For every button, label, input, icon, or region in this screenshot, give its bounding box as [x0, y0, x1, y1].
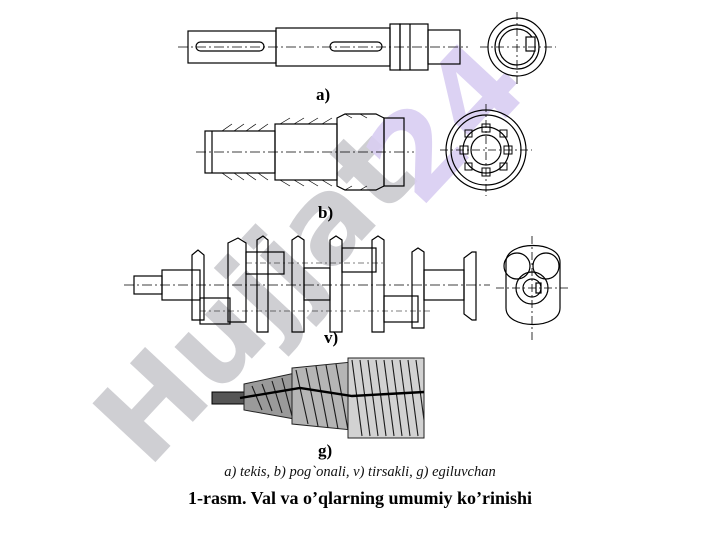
label-a: a) — [316, 85, 330, 104]
crankshaft-section — [496, 236, 570, 340]
crankshaft — [124, 235, 490, 333]
label-v: v) — [324, 328, 338, 347]
caption-title: 1-rasm. Val va o’qlarning umumiy ko’rini… — [187, 488, 533, 508]
caption-subtitle: a) tekis, b) pog`onali, v) tirsakli, g) … — [224, 464, 496, 480]
shaft-stepped-section — [440, 104, 532, 196]
shaft-plain-section — [480, 12, 556, 84]
label-g: g) — [318, 441, 332, 460]
shaft-plain — [178, 23, 468, 71]
flexible-shaft — [211, 357, 425, 439]
shaft-stepped — [196, 113, 414, 191]
label-b: b) — [318, 203, 333, 222]
